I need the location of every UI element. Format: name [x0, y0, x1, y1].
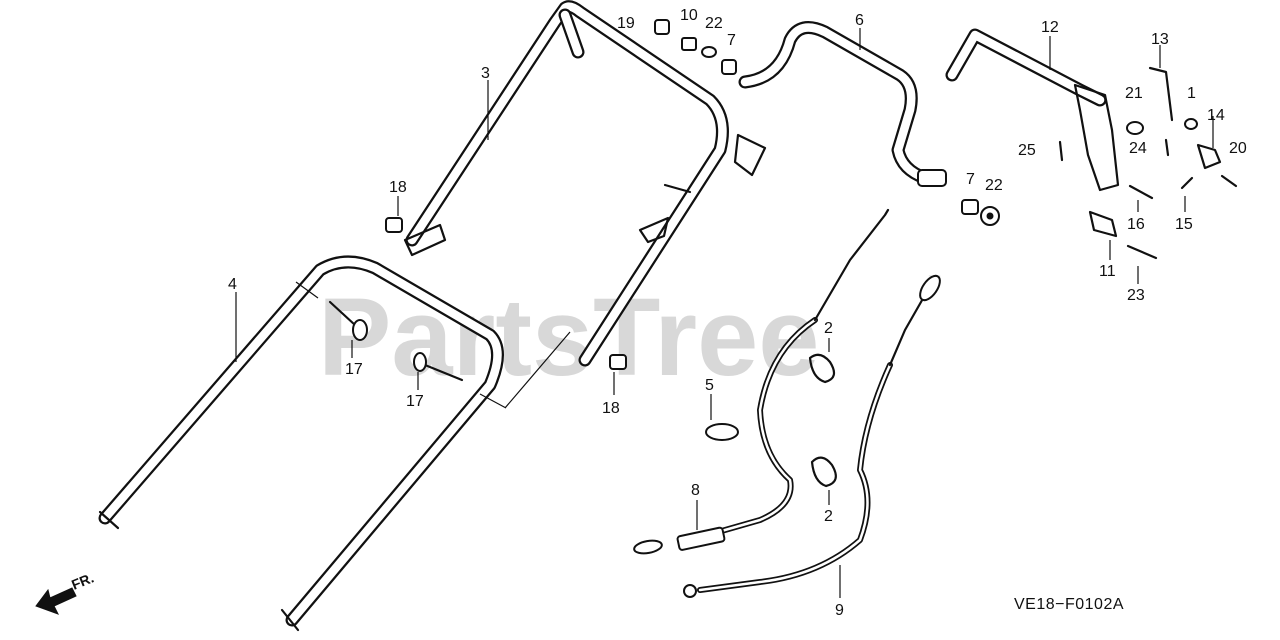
lower-handle-part-4[interactable]: [98, 255, 504, 632]
bolt-part-17-upper[interactable]: [328, 300, 368, 341]
callout-18: 18: [389, 179, 407, 196]
callout-22: 22: [985, 177, 1003, 194]
spring-part-15[interactable]: [1180, 176, 1194, 190]
callout-24: 24: [1129, 140, 1147, 157]
cable-clip-part-2-lower[interactable]: [810, 456, 837, 488]
callout-25: 25: [1018, 142, 1036, 159]
rod-end-fitting: [917, 169, 947, 187]
callout-1: 1: [1187, 85, 1196, 102]
bolt-part-16[interactable]: [1128, 184, 1154, 200]
clip-part-25[interactable]: [1058, 140, 1064, 162]
callout-10: 10: [680, 7, 698, 24]
front-direction-indicator: FR.: [35, 569, 96, 615]
callout-15: 15: [1175, 216, 1193, 233]
washer-part-22-upper[interactable]: [701, 46, 717, 58]
callout-5: 5: [705, 377, 714, 394]
bolt-part-20[interactable]: [1220, 174, 1238, 188]
cable-clip-part-2[interactable]: [808, 353, 836, 384]
nut-part-7-upper[interactable]: [721, 59, 737, 75]
callout-4: 4: [228, 276, 237, 293]
callout-23: 23: [1127, 287, 1145, 304]
front-arrow-icon: [35, 587, 77, 615]
lever-assembly-part-12[interactable]: [945, 28, 1120, 192]
nut-part-10[interactable]: [681, 37, 697, 51]
bracket-part-13[interactable]: [1148, 66, 1174, 122]
callout-9: 9: [835, 602, 844, 619]
callout-labels: 1 2 2 3 4 5 6 7 7 8 9 10 11 12 13 14 15 …: [228, 7, 1247, 619]
collar-part-19[interactable]: [654, 19, 670, 35]
callout-11: 11: [1099, 263, 1116, 280]
clip-part-24[interactable]: [1164, 138, 1170, 157]
callout-22: 22: [705, 15, 723, 32]
pin-part-1[interactable]: [1184, 118, 1198, 130]
callout-20: 20: [1229, 140, 1247, 157]
control-rod-part-6[interactable]: [738, 21, 947, 187]
callout-2: 2: [824, 320, 833, 337]
cable-part-8[interactable]: [633, 208, 890, 555]
watermark: PartsTree: [318, 276, 819, 399]
callout-19: 19: [617, 15, 635, 32]
callout-7: 7: [727, 32, 736, 49]
callout-13: 13: [1151, 31, 1169, 48]
callout-8: 8: [691, 482, 700, 499]
cable-part-9[interactable]: [683, 273, 944, 598]
leader-lines: [235, 28, 1214, 598]
plate-part-11[interactable]: [1088, 210, 1118, 238]
nut-part-7-lower[interactable]: [961, 199, 979, 215]
callout-18: 18: [602, 400, 620, 417]
callout-2: 2: [824, 508, 833, 525]
washer-part-22-lower[interactable]: [980, 206, 1000, 226]
nut-part-18-upper[interactable]: [385, 217, 403, 233]
spring-part-23[interactable]: [1126, 244, 1158, 260]
callout-21: 21: [1125, 85, 1143, 102]
diagram-code: VE18−F0102A: [1014, 596, 1124, 613]
washer-part-21[interactable]: [1126, 121, 1144, 135]
callout-17: 17: [406, 393, 424, 410]
cable-clamp-part-5[interactable]: [705, 423, 739, 441]
upper-handle-part-3[interactable]: [403, 0, 767, 367]
callout-14: 14: [1207, 107, 1225, 124]
front-label: FR.: [69, 569, 96, 592]
cam-part-14[interactable]: [1196, 143, 1222, 170]
nut-part-18-lower[interactable]: [609, 354, 627, 370]
callout-16: 16: [1127, 216, 1145, 233]
callout-17: 17: [345, 361, 363, 378]
callout-6: 6: [855, 12, 864, 29]
callout-12: 12: [1041, 19, 1059, 36]
callout-7: 7: [966, 171, 975, 188]
bolt-part-17-lower[interactable]: [413, 352, 464, 382]
callout-3: 3: [481, 65, 490, 82]
